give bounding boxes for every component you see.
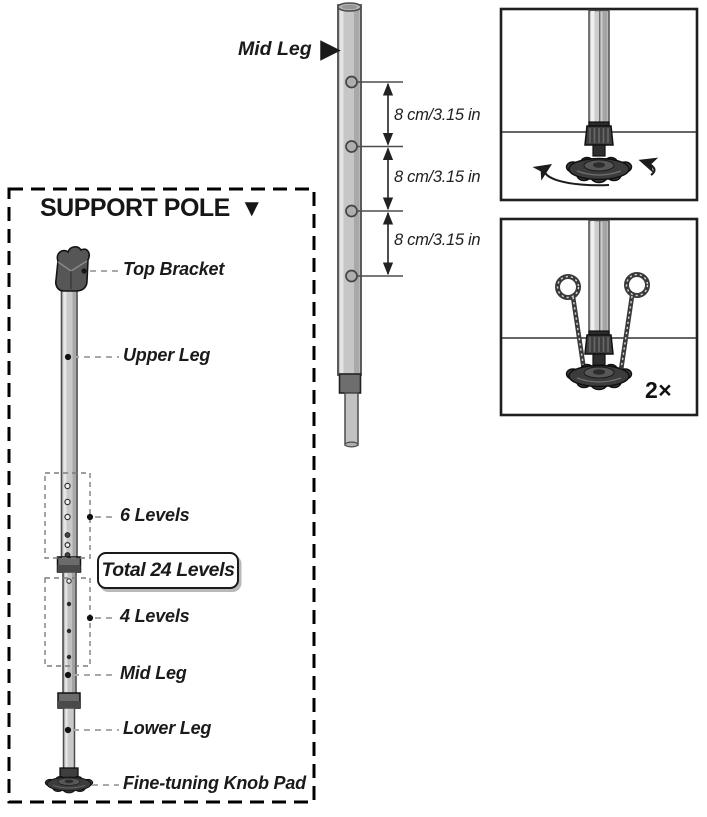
label-four-levels: 4 Levels xyxy=(120,606,190,626)
support-pole-drawing xyxy=(44,246,119,794)
six-levels-dashed-box xyxy=(44,472,91,559)
page-title: SUPPORT POLE ▼ xyxy=(40,194,264,223)
ground-stake-right-icon xyxy=(618,272,650,371)
spacing-label-2: 8 cm/3.15 in xyxy=(394,168,481,186)
mid-leg-pointer-text: Mid Leg xyxy=(238,38,312,60)
total-levels-badge: Total 24 Levels xyxy=(97,552,239,589)
ground-stake-left-icon xyxy=(555,274,587,371)
six-level-holes xyxy=(64,482,71,558)
page-title-text: SUPPORT POLE xyxy=(40,194,230,222)
label-mid-leg: Mid Leg xyxy=(120,663,187,683)
label-upper-leg: Upper Leg xyxy=(123,345,211,365)
label-lower-leg: Lower Leg xyxy=(123,718,212,738)
lower-leg-drawing xyxy=(62,707,76,774)
callout-leaders xyxy=(73,270,119,786)
dimension-ticks xyxy=(357,81,403,277)
mid-leg-pointer-label: Mid Leg ▶ xyxy=(238,35,340,64)
rotation-detail-drawing xyxy=(499,7,699,202)
label-top-bracket: Top Bracket xyxy=(123,259,225,279)
down-triangle-icon: ▼ xyxy=(239,195,264,222)
rotation-arrows-icon xyxy=(532,157,659,187)
right-triangle-icon: ▶ xyxy=(320,35,340,64)
fine-tuning-knob-pad-drawing xyxy=(44,767,94,794)
spacing-label-3: 8 cm/3.15 in xyxy=(394,231,481,249)
mid-leg-detail-drawing xyxy=(337,2,403,448)
label-six-levels: 6 Levels xyxy=(120,505,190,525)
spacing-label-1: 8 cm/3.15 in xyxy=(394,106,481,124)
four-levels-dashed-box xyxy=(44,577,91,667)
stake-quantity-label: 2× xyxy=(645,377,673,403)
top-bracket-drawing xyxy=(55,246,90,292)
callout-bullets xyxy=(64,353,94,734)
support-pole-panel-border xyxy=(7,187,316,804)
mid-leg-drawing xyxy=(62,571,77,696)
stake-detail-drawing xyxy=(499,217,699,417)
label-fine-tuning-knob-pad: Fine-tuning Knob Pad xyxy=(123,773,306,793)
